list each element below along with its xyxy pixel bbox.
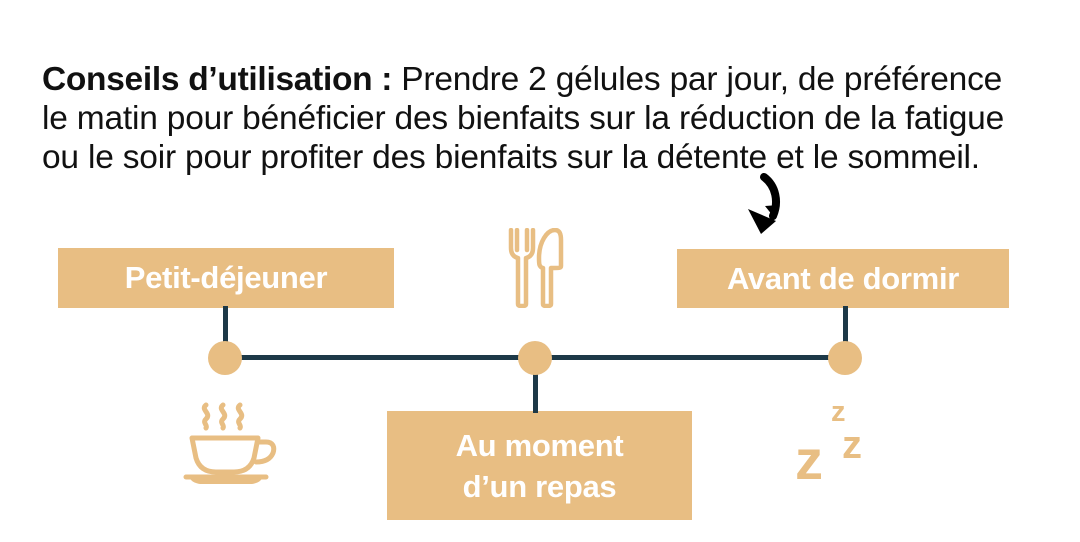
timeline-connector-sleep — [843, 306, 848, 360]
timeline-label-before-sleep-text: Avant de dormir — [726, 260, 960, 296]
timeline-label-with-meal-line1: Au moment — [455, 427, 624, 463]
usage-advice-paragraph: Conseils d’utilisation : Prendre 2 gélul… — [42, 60, 1032, 177]
usage-advice-label: Conseils d’utilisation : — [42, 60, 393, 98]
zzz-letter-large: z — [795, 428, 823, 491]
timeline-label-before-sleep[interactable]: Avant de dormir — [677, 249, 1009, 308]
timeline-label-breakfast[interactable]: Petit-déjeuner — [58, 248, 394, 308]
zzz-letter-mid: z — [842, 423, 862, 467]
fork-knife-icon — [505, 227, 567, 309]
usage-advice-body: Prendre 2 gélules par jour, de préférenc… — [42, 60, 1005, 176]
timeline-connector-breakfast — [223, 306, 228, 360]
zzz-letter-small: z — [831, 396, 846, 428]
timeline-label-with-meal-line2: d’un repas — [462, 468, 617, 504]
timeline-label-with-meal[interactable]: Au moment d’un repas — [387, 411, 692, 520]
zzz-sleep-icon: z z z — [795, 396, 890, 488]
timeline-label-breakfast-text: Petit-déjeuner — [124, 260, 328, 295]
coffee-cup-icon — [178, 402, 282, 485]
timeline-node-meal[interactable] — [518, 341, 552, 375]
curved-arrow-icon — [735, 172, 801, 238]
timeline-connector-meal — [533, 357, 538, 413]
timeline-node-breakfast[interactable] — [208, 341, 242, 375]
timeline-node-sleep[interactable] — [828, 341, 862, 375]
